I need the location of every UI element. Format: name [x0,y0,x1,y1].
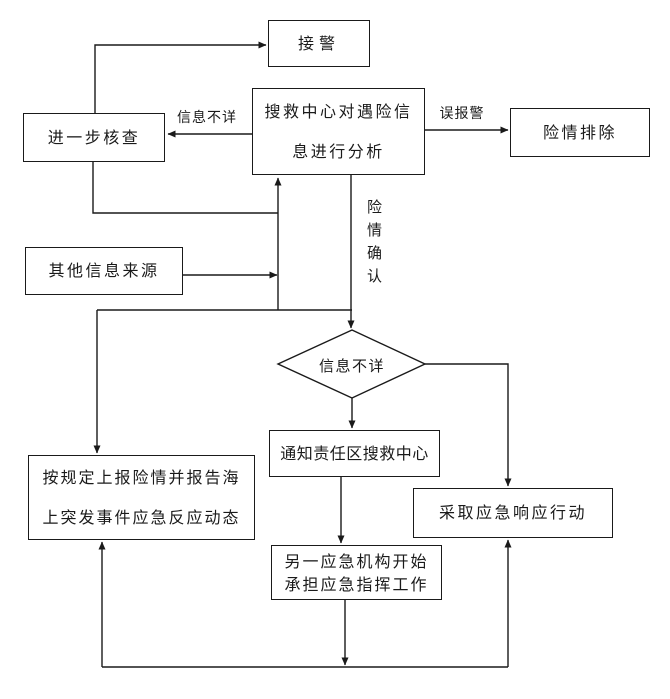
node-label: 采取应急响应行动 [438,503,587,522]
node-report-danger: 按规定上报险情并报告海 上突发事件应急反应动态 [28,455,255,540]
node-label-line1: 按规定上报险情并报告海 [42,467,241,487]
node-label: 险情排除 [542,122,617,142]
decision-diamond [276,329,427,399]
decision-label: 信息不详 [318,357,385,375]
edge-verify-down-right [92,162,278,214]
node-label: 接警 [297,33,340,53]
edge-label-false-alarm: 误报警 [439,106,485,122]
node-label: 进一步核查 [47,127,141,147]
edge-label-info-unclear: 信息不详 [177,110,237,126]
edge-label-danger-confirmed: 险情确认 [365,199,383,291]
node-notify-rcc: 通知责任区搜救中心 [269,430,440,477]
node-further-verify: 进一步核查 [23,113,165,162]
node-receive-alarm: 接警 [268,20,370,67]
node-label-line2: 息进行分析 [292,141,385,161]
node-label-line2: 上突发事件应急反应动态 [42,507,241,527]
node-label: 通知责任区搜救中心 [280,443,429,463]
node-danger-cleared: 险情排除 [510,108,650,157]
node-analyze-info: 搜救中心对遇险信 息进行分析 [252,88,425,175]
node-another-agency: 另一应急机构开始 承担应急指挥工作 [271,545,442,600]
node-other-sources: 其他信息来源 [25,247,183,295]
edge-decision-to-action [425,363,512,487]
node-label-line1: 另一应急机构开始 [284,551,429,571]
node-label-line2: 承担应急指挥工作 [284,574,429,594]
node-label-line1: 搜救中心对遇险信 [264,101,413,121]
node-label: 其他信息来源 [48,261,160,280]
edge-verify-to-alarm [94,41,267,113]
node-response-action: 采取应急响应行动 [413,488,613,538]
